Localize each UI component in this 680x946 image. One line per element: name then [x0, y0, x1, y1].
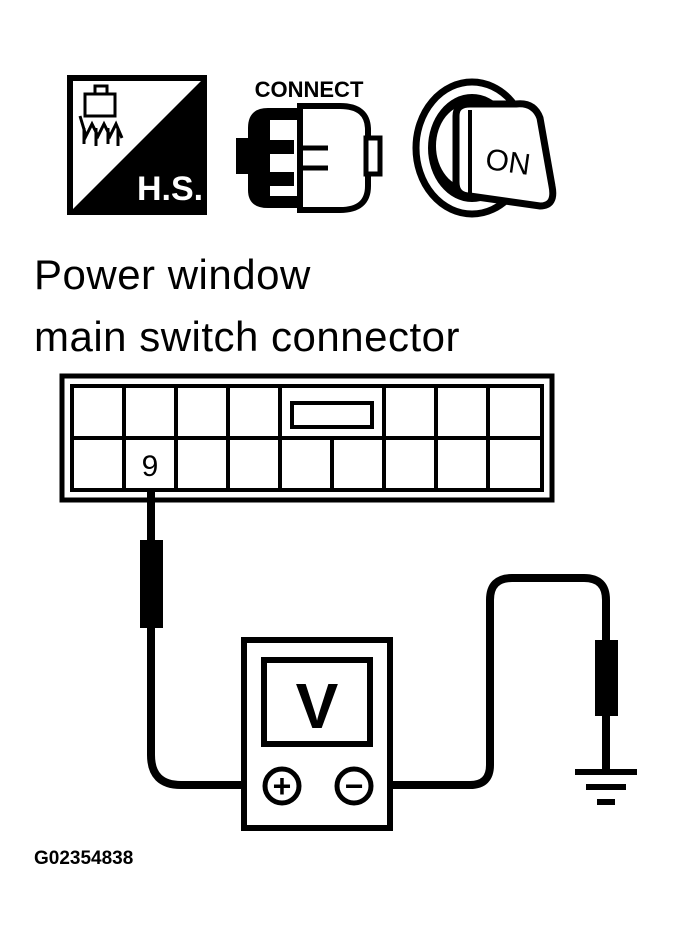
connector [59, 373, 555, 503]
connect-label: CONNECT [255, 77, 364, 102]
negative-terminal-icon [334, 766, 374, 806]
harness-hs-icon: H.S. [67, 75, 207, 215]
pin-9-label: 9 [142, 450, 159, 483]
negative-sign: − [345, 768, 364, 804]
ground-icon [575, 769, 637, 805]
figure-code: G02354838 [34, 848, 134, 869]
voltmeter-symbol: V [296, 670, 339, 742]
title-line-1: Power window [34, 251, 311, 298]
title-line-2: main switch connector [34, 313, 461, 360]
voltmeter [241, 637, 393, 831]
positive-terminal-icon [262, 766, 302, 806]
ignition-key-on-icon: ON [412, 78, 557, 218]
harness-label: H.S. [137, 170, 203, 208]
connect-icon: CONNECT [236, 77, 383, 213]
positive-probe [140, 540, 163, 628]
positive-sign: + [273, 768, 292, 804]
test-leads [147, 492, 610, 789]
ignition-label: ON [483, 143, 532, 182]
negative-probe [595, 640, 618, 716]
